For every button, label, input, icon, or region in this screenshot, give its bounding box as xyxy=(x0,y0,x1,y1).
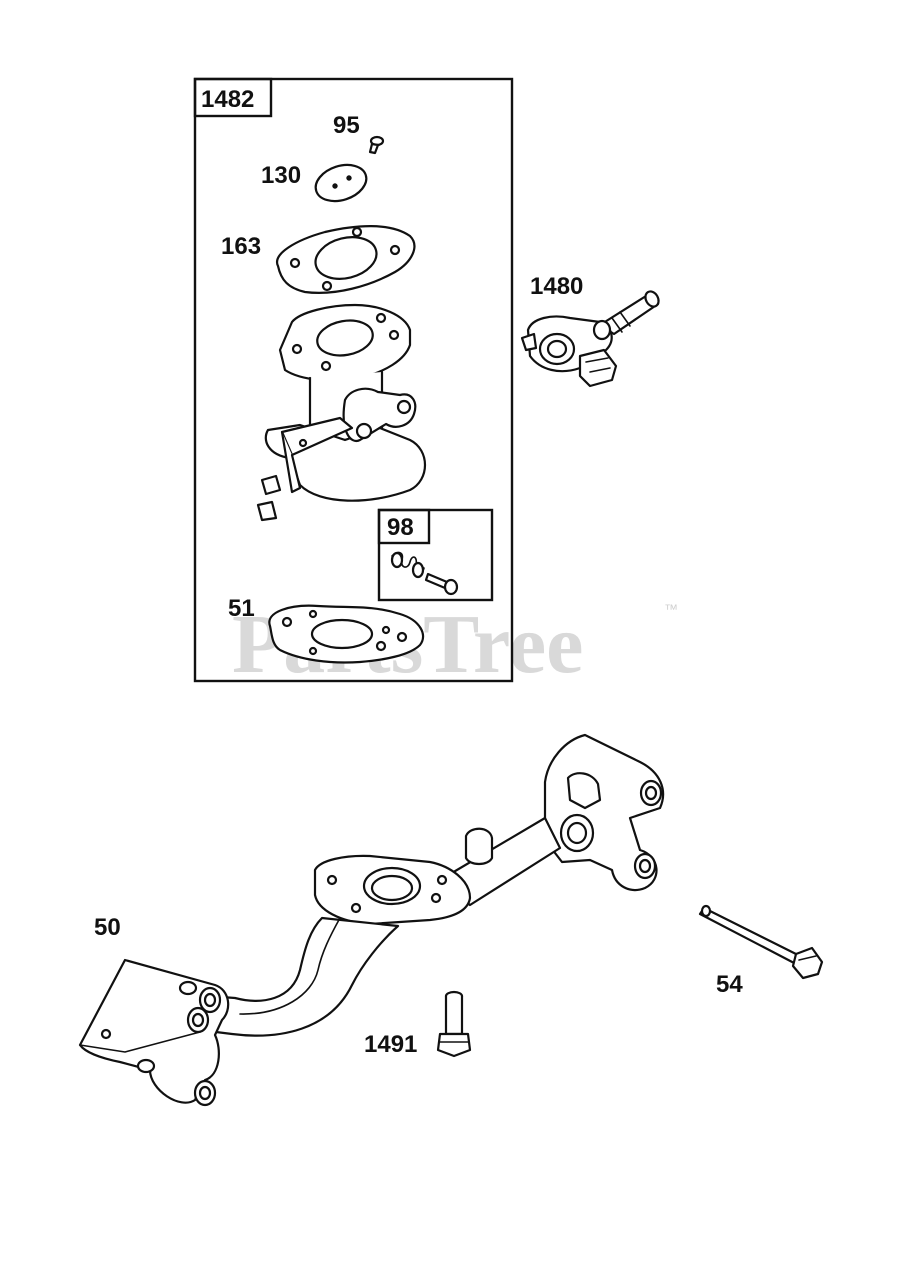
callout-1480: 1480 xyxy=(530,273,583,300)
carburetor-body xyxy=(256,303,426,522)
kit-frame-1482: 1482 xyxy=(193,77,514,683)
part-130-plate xyxy=(314,163,368,203)
watermark-trademark: ™ xyxy=(664,601,678,617)
callout-1491: 1491 xyxy=(364,1031,417,1058)
part-50-manifold xyxy=(78,733,665,1107)
part-51-gasket xyxy=(268,604,425,664)
kit-frame-98: 98 xyxy=(377,508,494,602)
kit-98-spring-screw xyxy=(390,551,459,596)
callout-51: 51 xyxy=(228,595,255,622)
kit-label-98: 98 xyxy=(387,514,414,541)
part-54-bolt xyxy=(698,904,824,980)
callout-54: 54 xyxy=(716,971,743,998)
kit-label-1482: 1482 xyxy=(201,86,254,113)
callout-50: 50 xyxy=(94,914,121,941)
part-95-screw xyxy=(368,135,385,155)
callout-95: 95 xyxy=(333,112,360,139)
part-163-gasket xyxy=(276,225,416,294)
callout-130: 130 xyxy=(261,162,301,189)
callout-163: 163 xyxy=(221,233,261,260)
part-1480-solenoid xyxy=(520,290,660,388)
part-1491-bolt xyxy=(436,990,472,1058)
